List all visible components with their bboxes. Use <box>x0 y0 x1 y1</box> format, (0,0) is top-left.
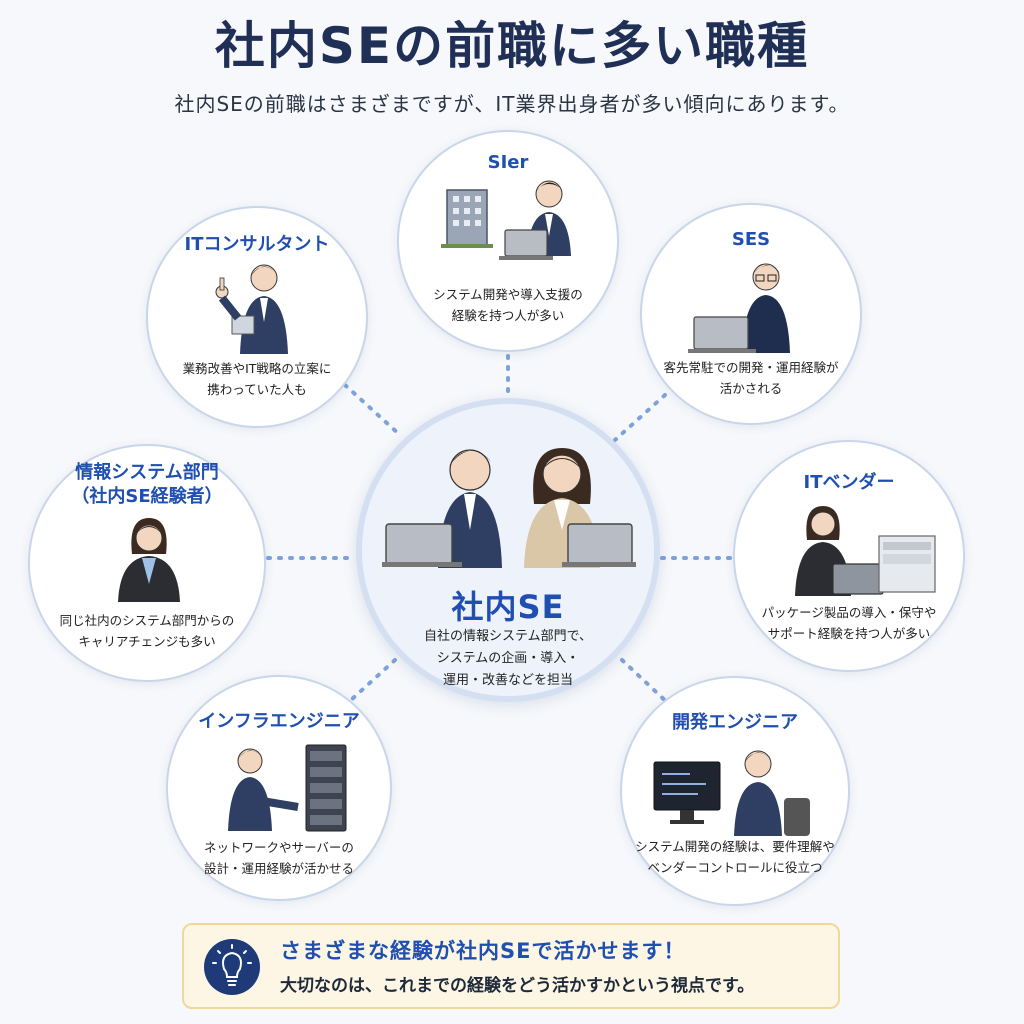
banner-sub-text: 大切なのは、これまでの経験をどう活かすかという視点です。 <box>280 976 755 996</box>
woman-illustration <box>118 518 180 602</box>
node-sier-desc-line: 経験を持つ人が多い <box>451 308 565 323</box>
node-itconsultant-title: ITコンサルタント <box>184 234 330 255</box>
dev-person-monitor-illustration <box>653 750 810 836</box>
node-johosys-desc-line: 同じ社内のシステム部門からの <box>59 613 235 628</box>
lightbulb-icon <box>204 939 260 995</box>
node-itconsultant-desc: 業務改善やIT戦略の立案に 携わっていた人も <box>148 358 366 400</box>
node-dev-desc: システム開発の経験は、要件理解や ベンダーコントロールに役立つ <box>622 836 848 878</box>
node-johosys-title: 情報システム部門 <box>75 462 219 483</box>
node-infra-title: インフラエンジニア <box>198 711 360 732</box>
center-title: 社内SE <box>451 588 565 626</box>
center-desc-line: 運用・改善などを担当 <box>442 673 573 688</box>
building-laptop-person-illustration <box>441 180 571 260</box>
infra-person-server-illustration <box>228 744 347 832</box>
connector-itconsultant <box>343 383 402 437</box>
connector-infra <box>338 658 397 712</box>
connector-dev <box>620 658 672 707</box>
ses-person-laptop-illustration <box>688 263 790 353</box>
node-johosys: 情報システム部門 （社内SE経験者） 同じ社内のシステム部門からの キャリアチェ… <box>28 444 266 682</box>
node-sier-desc: システム開発や導入支援の 経験を持つ人が多い <box>399 284 617 326</box>
node-johosys-title2: （社内SE経験者） <box>71 486 223 507</box>
node-dev-desc-line: システム開発の経験は、要件理解や <box>635 839 835 854</box>
page-title: 社内SEの前職に多い職種 <box>214 17 810 75</box>
node-infra-desc: ネットワークやサーバーの 設計・運用経験が活かせる <box>168 837 390 879</box>
node-dev: 開発エンジニア システム開発の経験は、要件理解や ベンダーコントロールに役立つ <box>620 676 850 906</box>
node-itconsultant-desc-line: 業務改善やIT戦略の立案に <box>182 361 332 376</box>
node-ses-desc-line: 客先常駐での開発・運用経験が <box>663 360 839 375</box>
consultant-person-illustration <box>215 264 288 354</box>
node-sier-title: SIer <box>487 152 529 173</box>
node-itvendor-desc: パッケージ製品の導入・保守や サポート経験を持つ人が多い <box>735 602 963 644</box>
center-node: 社内SE 自社の情報システム部門で、 システムの企画・導入・ 運用・改善などを担… <box>356 398 660 702</box>
node-dev-title: 開発エンジニア <box>672 712 798 733</box>
node-itconsultant-desc-line: 携わっていた人も <box>207 382 307 397</box>
node-itconsultant: ITコンサルタント 業務改善やIT戦略の立案に 携わっていた人も <box>146 206 368 428</box>
center-desc-line: システムの企画・導入・ <box>436 651 580 666</box>
node-itvendor-desc-line: サポート経験を持つ人が多い <box>767 626 931 641</box>
node-ses-desc-line: 活かされる <box>719 381 783 396</box>
two-workers-laptops-illustration <box>382 448 636 568</box>
node-johosys-desc-line: キャリアチェンジも多い <box>78 634 216 649</box>
connector-ses <box>613 393 667 442</box>
node-ses-desc: 客先常駐での開発・運用経験が 活かされる <box>642 357 860 399</box>
node-infra-desc-line: 設計・運用経験が活かせる <box>203 861 354 876</box>
message-banner: さまざまな経験が社内SEで活かせます！ 大切なのは、これまでの経験をどう活かすか… <box>182 923 840 1009</box>
node-johosys-desc: 同じ社内のシステム部門からの キャリアチェンジも多い <box>30 610 264 652</box>
node-ses: SES 客先常駐での開発・運用経験が 活かされる <box>640 203 862 425</box>
center-desc: 自社の情報システム部門で、 システムの企画・導入・ 運用・改善などを担当 <box>362 626 654 692</box>
banner-main-text: さまざまな経験が社内SEで活かせます！ <box>280 939 686 963</box>
node-itvendor: ITベンダー パッケージ製品の導入・保守や サポート経験を持つ人が多い <box>733 440 965 672</box>
node-sier: SIer システム開発や導入支援の 経験を持つ人が多い <box>397 130 619 352</box>
node-infra-desc-line: ネットワークやサーバーの <box>204 840 354 855</box>
node-infra: インフラエンジニア ネットワークやサーバーの 設計・運用経験が活かせる <box>166 675 392 901</box>
center-desc-line: 自社の情報システム部門で、 <box>423 629 593 644</box>
vendor-woman-printer-illustration <box>795 506 936 596</box>
node-sier-desc-line: システム開発や導入支援の <box>433 287 583 302</box>
node-dev-desc-line: ベンダーコントロールに役立つ <box>647 860 823 875</box>
node-ses-title: SES <box>731 229 771 250</box>
node-itvendor-title: ITベンダー <box>803 472 895 493</box>
page-subtitle: 社内SEの前職はさまざまですが、IT業界出身者が多い傾向にあります。 <box>174 92 850 116</box>
node-itvendor-desc-line: パッケージ製品の導入・保守や <box>761 605 937 620</box>
